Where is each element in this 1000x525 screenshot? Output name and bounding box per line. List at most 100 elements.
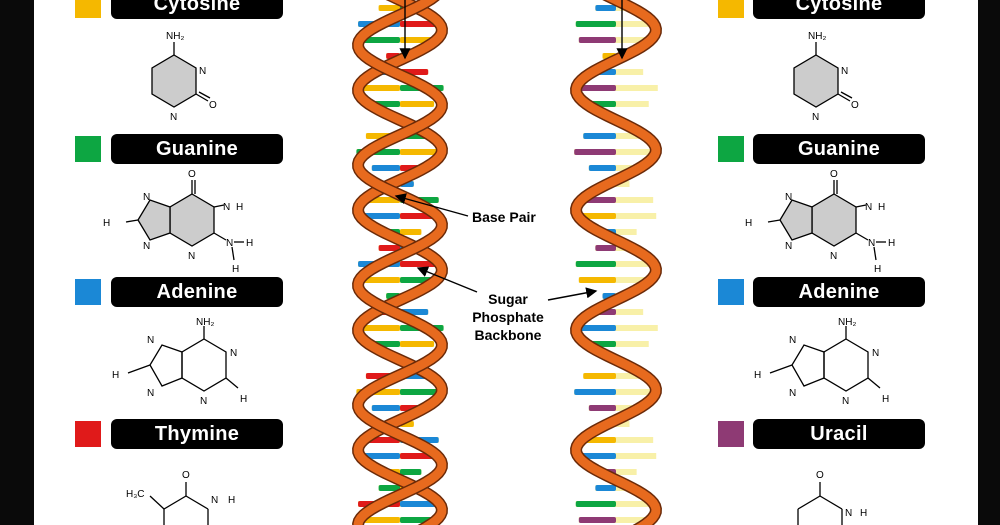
svg-text:N: N [868,238,875,249]
cytosine-base-bar [400,149,444,155]
cytosine-base-bar [361,517,400,523]
cytosine-structure-right: NH₂ N N O [793,31,859,123]
uracil-structure: O N H [797,470,867,525]
svg-text:H₃C: H₃C [126,489,145,500]
guanine-label-right: Guanine [753,134,925,164]
cytosine-base-bar [583,373,616,379]
uracil-label: Uracil [753,419,925,449]
phosphate-label: Phosphate [472,309,544,325]
svg-text:H: H [103,218,110,229]
adenine-label-right: Adenine [753,277,925,307]
svg-text:N: N [147,335,154,346]
rna-single-helix [570,0,662,525]
dna-double-helix [352,0,448,525]
sugar-label: Sugar [488,291,528,307]
sugar-backbone-arrow-left [416,266,478,293]
adenine-base-bar [583,133,616,139]
svg-text:N: N [830,251,837,262]
adenine-label: Adenine [111,277,283,307]
adenine-swatch-right [718,279,744,305]
guanine-base-bar [575,261,616,267]
svg-text:N: N [200,396,207,407]
adenine-base-bar [595,485,616,491]
uracil-swatch [718,421,744,447]
base-pair-arrow [394,193,469,217]
right-frame-border [978,0,1000,525]
guanine-swatch-right [718,136,744,162]
cytosine-label: Cytosine [111,0,283,19]
svg-text:N: N [841,66,848,77]
guanine-structure: O N H N H H N N N H [103,169,253,275]
uracil-base-bar [574,85,616,91]
svg-text:O: O [851,100,859,111]
cytosine-label-right: Cytosine [753,0,925,19]
cytosine-structure: NH₂ N N O [151,31,217,123]
thymine-base-bar [378,245,400,251]
backbone-strand [571,0,661,525]
guanine-swatch [75,136,101,162]
thymine-swatch [75,421,101,447]
adenine-swatch [75,279,101,305]
guanine-base-bar [361,37,400,43]
guanine-label: Guanine [111,134,283,164]
cytosine-nh2: NH₂ [166,31,184,42]
svg-text:N: N [223,202,230,213]
adenine-base-bar [574,325,616,331]
svg-text:O: O [188,169,196,180]
cytosine-base-bar [356,85,400,91]
uracil-base-bar [578,37,616,43]
backbone-strand-2 [353,0,447,525]
adenine-structure-right: NH₂ N N H N N H [754,317,889,407]
base-pair-label: Base Pair [472,209,536,225]
guanine-base-bar [575,21,616,27]
adenine-structure: NH₂ N N H N N H [112,317,247,407]
svg-text:H: H [236,202,243,213]
svg-text:N: N [230,348,237,359]
adenine-base-bar [595,5,616,11]
svg-text:H: H [882,394,889,405]
adenine-base-bar [371,165,400,171]
guanine-base-bar [400,469,422,475]
svg-text:NH₂: NH₂ [196,317,214,328]
svg-text:N: N [143,241,150,252]
svg-text:N: N [143,192,150,203]
cytosine-n1: N [170,112,177,123]
cytosine-o: O [209,100,217,111]
uracil-base-bar [588,405,616,411]
annotations: Base Pair Sugar Phosphate Backbone [394,0,628,343]
svg-text:N: N [789,335,796,346]
svg-text:N: N [845,508,852,519]
svg-text:H: H [112,370,119,381]
svg-text:N: N [785,241,792,252]
svg-text:H: H [240,394,247,405]
thymine-label: Thymine [111,419,283,449]
svg-text:H: H [874,264,881,275]
svg-text:N: N [211,495,218,506]
svg-text:H: H [745,218,752,229]
guanine-base-bar [575,501,616,507]
svg-text:N: N [865,202,872,213]
cytosine-swatch [75,0,101,18]
guanine-structure-right: O N H N H H N N N H [745,169,895,275]
svg-text:N: N [188,251,195,262]
svg-text:N: N [872,348,879,359]
svg-text:N: N [789,388,796,399]
guanine-base-bar [400,389,444,395]
uracil-base-bar [578,517,616,523]
svg-text:H: H [228,495,235,506]
cytosine-base-bar [356,325,400,331]
guanine-base-bar [378,485,400,491]
uracil-base-bar [595,245,616,251]
svg-text:H: H [878,202,885,213]
svg-text:N: N [147,388,154,399]
cytosine-base-bar [400,341,435,347]
svg-text:NH₂: NH₂ [838,317,856,328]
uracil-base-bar [574,149,616,155]
cytosine-n3: N [199,66,206,77]
adenine-base-bar [371,405,400,411]
svg-text:O: O [816,470,824,481]
svg-text:H: H [754,370,761,381]
cytosine-swatch-right [718,0,744,18]
svg-text:H: H [860,508,867,519]
